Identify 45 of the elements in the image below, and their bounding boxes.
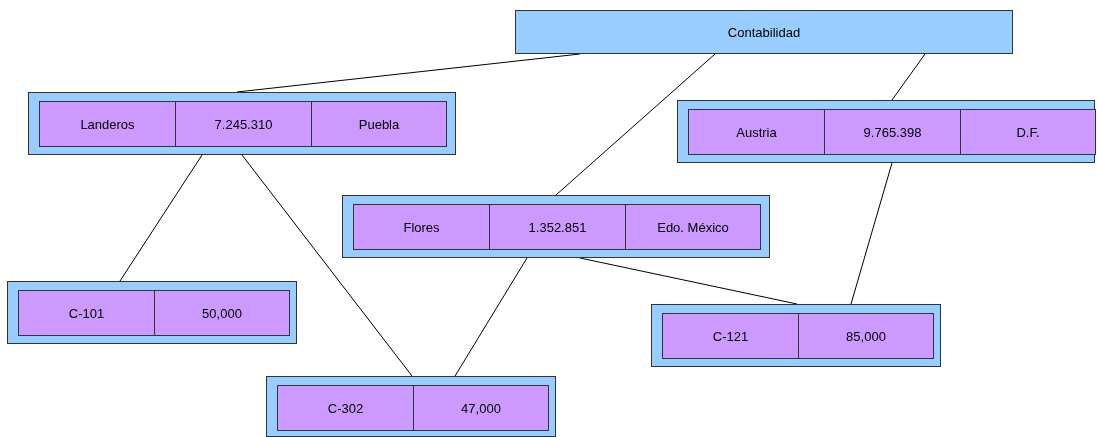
record-box	[651, 304, 941, 367]
field-cell	[353, 204, 490, 250]
connector-line	[555, 53, 716, 196]
field-value: 47,000	[461, 400, 501, 416]
field-value: 1.352.851	[528, 219, 587, 235]
field-value: 85,000	[846, 328, 886, 344]
field-cell	[413, 385, 549, 431]
field-cell	[960, 109, 1096, 155]
field-cell	[489, 204, 626, 250]
field-cell	[688, 109, 825, 155]
connector-line	[119, 154, 203, 282]
record-box	[266, 376, 556, 437]
record-box	[677, 100, 1095, 163]
field-value: Flores	[403, 219, 440, 235]
field-value: Austria	[736, 124, 777, 140]
connector-line	[454, 257, 528, 377]
field-value: C-101	[68, 305, 105, 321]
field-value: 50,000	[202, 305, 242, 321]
field-cell	[154, 290, 290, 336]
field-cell	[311, 101, 447, 147]
field-value: 7.245.310	[214, 116, 273, 132]
record-box	[28, 92, 456, 155]
field-cell	[175, 101, 312, 147]
field-value: D.F.	[1016, 124, 1040, 140]
field-cell	[625, 204, 761, 250]
field-cell	[824, 109, 961, 155]
field-cell	[662, 313, 799, 359]
connector-line	[850, 162, 893, 305]
field-cell	[39, 101, 176, 147]
field-value: Edo. México	[657, 219, 729, 235]
field-cell	[277, 385, 414, 431]
record-box	[7, 281, 297, 344]
field-value: Landeros	[80, 116, 135, 132]
connector-line	[241, 154, 413, 377]
entity-box	[515, 10, 1013, 54]
field-cell	[18, 290, 155, 336]
field-value: Puebla	[358, 116, 400, 132]
field-value: 9.765.398	[863, 124, 922, 140]
entity-label: Contabilidad	[727, 24, 801, 40]
field-value: C-302	[327, 400, 364, 416]
field-cell	[798, 313, 934, 359]
connector-line	[579, 257, 798, 305]
field-value: C-121	[712, 328, 749, 344]
connector-line	[891, 53, 926, 101]
record-box	[342, 195, 770, 258]
